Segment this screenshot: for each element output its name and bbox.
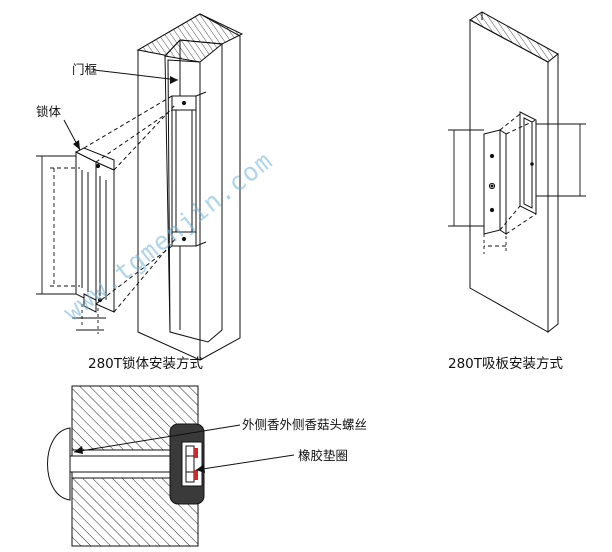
lock-body-install-figure [36, 13, 244, 361]
screw-shank [67, 455, 185, 473]
lock-body-label: 锁体 [36, 104, 62, 119]
lock-body-caption: 280T锁体安装方式 [88, 356, 204, 372]
rubber-washer [194, 448, 198, 458]
door-frame-leader [93, 69, 179, 81]
plate-projection-lines [484, 113, 537, 247]
screw-cross-section [47, 385, 205, 547]
door-frame-label: 门框 [72, 62, 98, 77]
lock-projection-lines [83, 95, 177, 313]
screw-label: 外侧香外侧香菇头螺丝 [242, 417, 367, 432]
armature-plate [483, 129, 507, 235]
cross-section-leaders [73, 424, 295, 473]
washer-leader [195, 454, 295, 471]
screw-leader [73, 424, 241, 453]
armature-plate-install-figure [448, 11, 586, 334]
lock-dimension-lines [36, 155, 106, 334]
door-panel [469, 11, 559, 334]
plate-dimension-lines [448, 123, 586, 254]
door-mounting-recess [519, 111, 537, 215]
armature-plate-caption: 280T吸板安装方式 [448, 356, 564, 372]
screw-head [47, 427, 71, 501]
lock-body [74, 147, 115, 313]
rubber-washer-label: 橡胶垫圈 [298, 448, 348, 463]
